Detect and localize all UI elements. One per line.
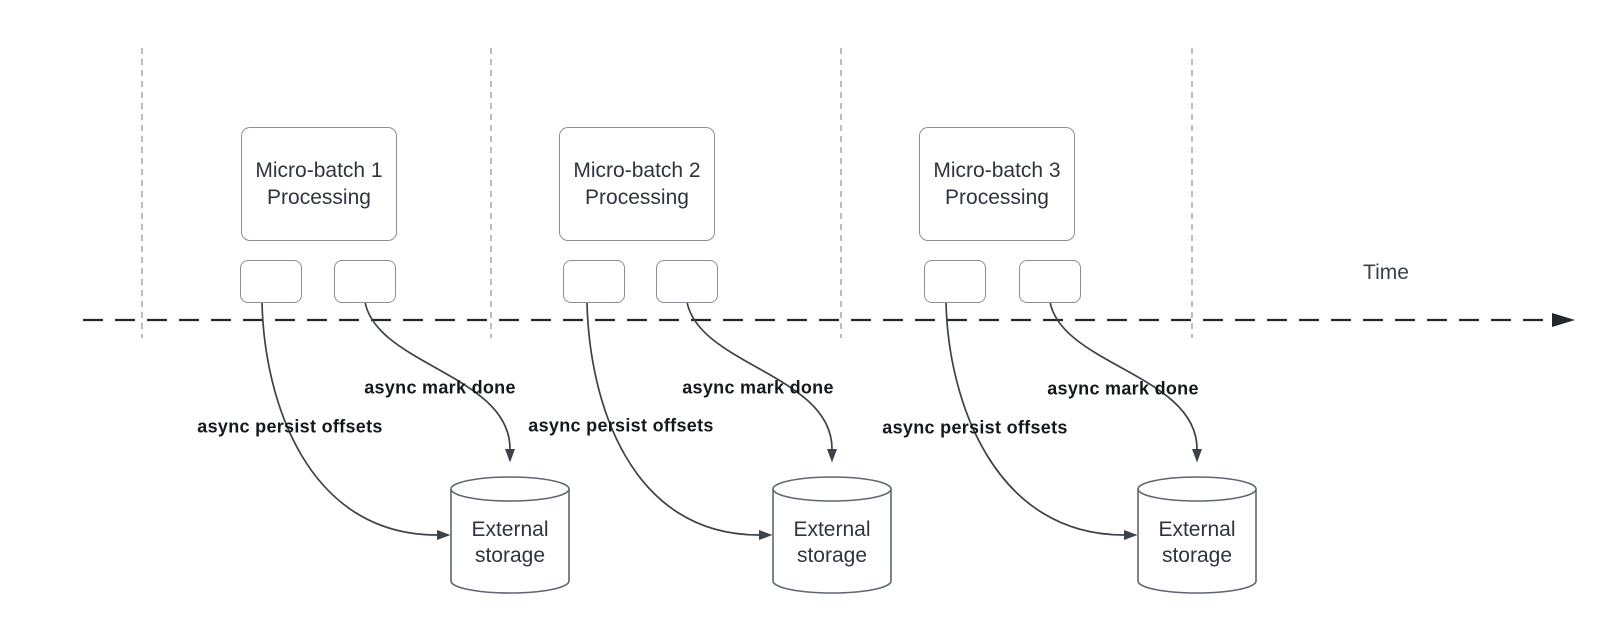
micro-batch-1-subtitle: Processing <box>267 186 371 209</box>
storage-line1: External <box>793 518 871 541</box>
micro-batch-3-node: Micro-batch 3 Processing <box>919 127 1075 241</box>
external-storage-text-2: External storage <box>773 497 891 589</box>
mark-done-curve-3 <box>1049 301 1202 463</box>
storage-cylinder-1 <box>450 476 570 594</box>
external-storage-text-1: External storage <box>451 497 569 589</box>
micro-batch-2-node: Micro-batch 2 Processing <box>559 127 715 241</box>
storage-line1: External <box>471 518 549 541</box>
persist-offsets-label-3: async persist offsets <box>882 417 1068 438</box>
time-axis-label: Time <box>1363 261 1409 284</box>
mark-done-label-1: async mark done <box>364 377 516 398</box>
mark-done-label-3: async mark done <box>1047 378 1199 399</box>
mark-done-curve-1 <box>364 301 515 463</box>
async-task-box-2a <box>563 260 625 303</box>
micro-batch-2-title: Micro-batch 2 <box>573 159 701 182</box>
storage-line2: storage <box>474 544 546 567</box>
persist-offsets-curve-1 <box>261 301 451 540</box>
async-task-box-3a <box>924 260 986 303</box>
micro-batch-3-title: Micro-batch 3 <box>933 159 1061 182</box>
storage-line2: storage <box>796 544 868 567</box>
storage-line1: External <box>1158 518 1236 541</box>
external-storage-text-3: External storage <box>1138 497 1256 589</box>
storage-cylinder-3 <box>1137 476 1257 594</box>
storage-cylinder-2 <box>772 476 892 594</box>
persist-offsets-curve-2 <box>586 301 773 540</box>
storage-line2: storage <box>1161 544 1233 567</box>
micro-batch-1-node: Micro-batch 1 Processing <box>241 127 397 241</box>
async-task-box-3b <box>1019 260 1081 303</box>
async-task-box-1b <box>334 260 396 303</box>
mark-done-label-2: async mark done <box>682 377 834 398</box>
micro-batch-3-subtitle: Processing <box>945 186 1049 209</box>
micro-batch-2-subtitle: Processing <box>585 186 689 209</box>
mark-done-curve-2 <box>686 301 837 463</box>
async-task-box-2b <box>656 260 718 303</box>
micro-batch-1-title: Micro-batch 1 <box>255 159 383 182</box>
persist-offsets-label-1: async persist offsets <box>197 416 383 437</box>
async-task-box-1a <box>240 260 302 303</box>
persist-offsets-curve-3 <box>945 301 1138 540</box>
persist-offsets-label-2: async persist offsets <box>528 415 714 436</box>
